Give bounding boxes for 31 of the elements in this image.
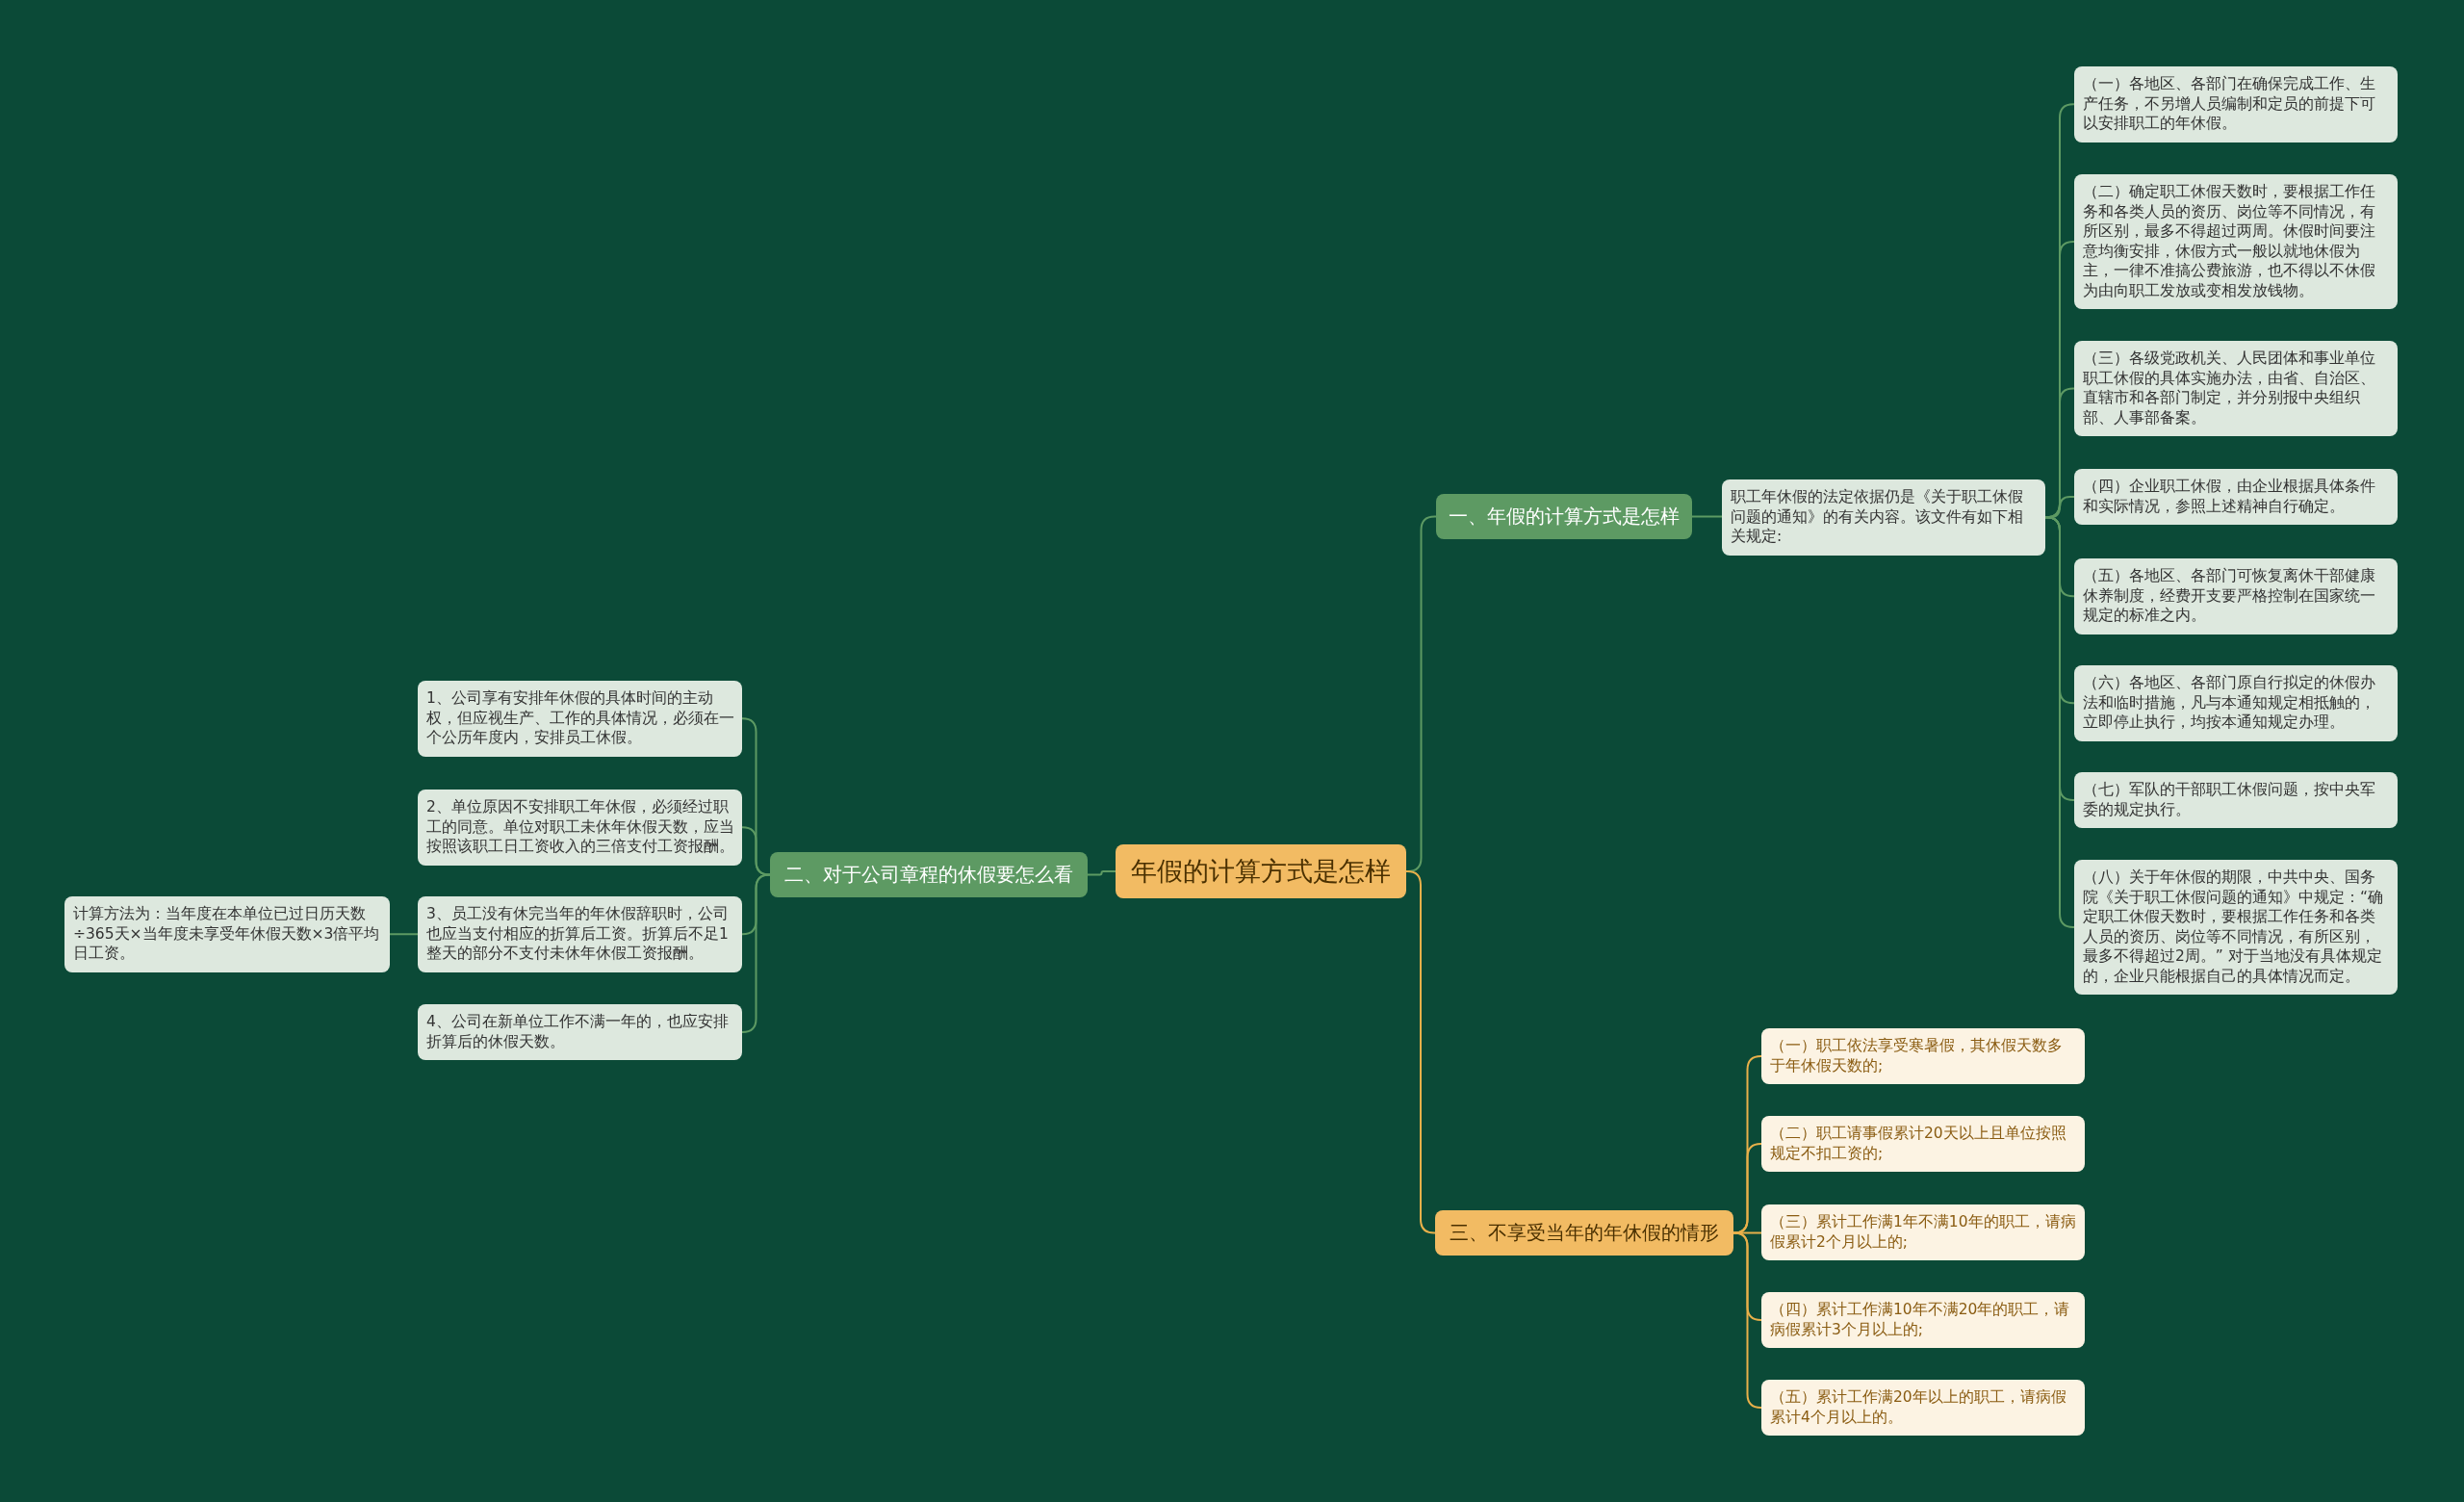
note-box: （五）各地区、各部门可恢复离休干部健康休养制度，经费开支要严格控制在国家统一规定的标准之内。 (2074, 558, 2398, 634)
branch-topic-box: 一、年假的计算方式是怎样 (1436, 494, 1692, 539)
note-box: （三）累计工作满1年不满10年的职工，请病假累计2个月以上的; (1761, 1204, 2085, 1260)
connector-line (741, 826, 771, 876)
note-box: （二）职工请事假累计20天以上且单位按照规定不扣工资的; (1761, 1116, 2085, 1172)
note-box: （五）累计工作满20年以上的职工，请病假累计4个月以上的。 (1761, 1380, 2085, 1436)
note-box: （七）军队的干部职工休假问题，按中央军委的规定执行。 (2074, 772, 2398, 828)
connector-line (1732, 1143, 1762, 1234)
note-box: 职工年休假的法定依据仍是《关于职工休假问题的通知》的有关内容。该文件有如下相关规定: (1722, 479, 2045, 556)
note-box: 计算方法为：当年度在本单位已过日历天数÷365天×当年度未享受年休假天数×3倍平均日工资。 (64, 896, 390, 972)
note-box: （一）职工依法享受寒暑假，其休假天数多于年休假天数的; (1761, 1028, 2085, 1084)
note-box: 3、员工没有休完当年的年休假辞职时，公司也应当支付相应的折算后工资。折算后不足1整天的部分不支付未休年休假工资报酬。 (418, 896, 742, 972)
note-box: （八）关于年休假的期限，中共中央、国务院《关于职工休假问题的通知》中规定：“确定职工休假天数时，要根据工作任务和各类人员的资历、岗位等不同情况，有所区别，最多不得超过2周。” 对于当地没有具体规定的，企业只能根据自己的具体情况而定。 (2074, 860, 2398, 995)
note-box: （四）企业职工休假，由企业根据具体条件和实际情况，参照上述精神自行确定。 (2074, 469, 2398, 525)
note-box: （二）确定职工休假天数时，要根据工作任务和各类人员的资历、岗位等不同情况，有所区别，最多不得超过两周。休假时间要注意均衡安排，休假方式一般以就地休假为主，一律不准搞公费旅游，也不得以不休假为由向职工发放或变相发放钱物。 (2074, 174, 2398, 309)
connector-line (1691, 515, 1723, 518)
connector-line (389, 933, 419, 936)
note-box: 4、公司在新单位工作不满一年的，也应安排折算后的休假天数。 (418, 1004, 742, 1060)
note-box: （三）各级党政机关、人民团体和事业单位职工休假的具体实施办法，由省、自治区、直辖市和各部门制定，并分别报中央组织部、人事部备案。 (2074, 341, 2398, 436)
branch-topic-box: 三、不享受当年的年休假的情形 (1435, 1210, 1733, 1256)
connector-line (1732, 1231, 1762, 1409)
connector-line (1087, 870, 1116, 876)
branch-topic-box: 二、对于公司章程的休假要怎么看 (770, 852, 1088, 897)
note-box: （四）累计工作满10年不满20年的职工，请病假累计3个月以上的; (1761, 1292, 2085, 1348)
note-box: （六）各地区、各部门原自行拟定的休假办法和临时措施，凡与本通知规定相抵触的，立即停止执行，均按本通知规定办理。 (2074, 665, 2398, 741)
note-box: 1、公司享有安排年休假的具体时间的主动权，但应视生产、工作的具体情况，必须在一个公历年度内，安排员工休假。 (418, 681, 742, 757)
connector-line (741, 873, 771, 1033)
central-topic-box: 年假的计算方式是怎样 (1116, 844, 1406, 898)
connector-line (1405, 870, 1436, 1234)
note-box: 2、单位原因不安排职工年休假，必须经过职工的同意。单位对职工未休年休假天数，应当按照该职工日工资收入的三倍支付工资报酬。 (418, 790, 742, 866)
note-box: （一）各地区、各部门在确保完成工作、生产任务，不另增人员编制和定员的前提下可以安排职工的年休假。 (2074, 66, 2398, 142)
